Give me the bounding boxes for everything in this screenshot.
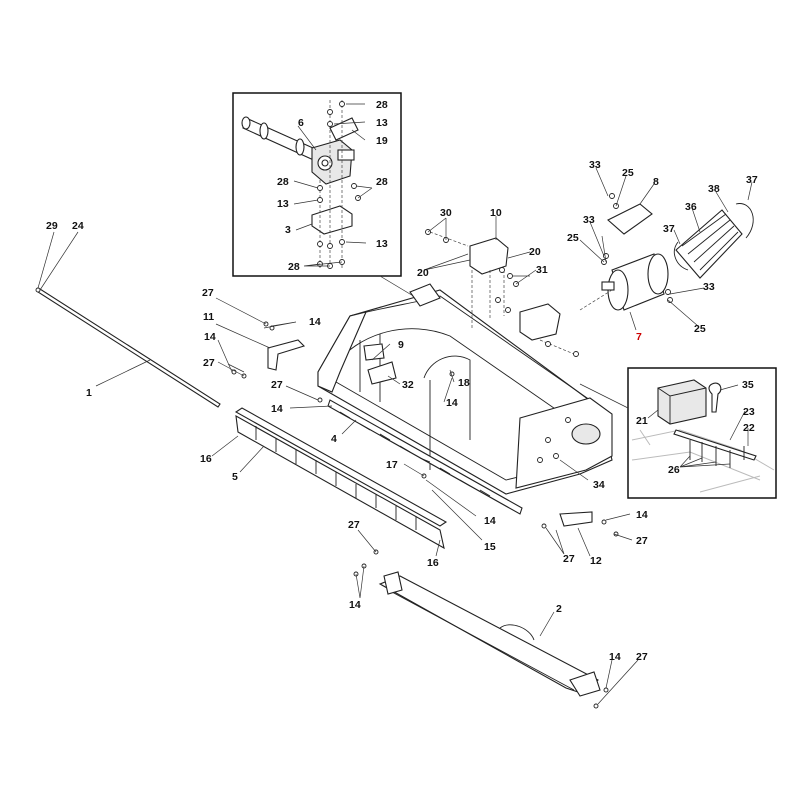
mount-bracket-part xyxy=(311,205,353,235)
parts-box-part xyxy=(657,379,707,425)
callout-13-a: 13 xyxy=(376,117,388,129)
drive-shaft-part xyxy=(241,116,323,163)
callout-14-a: 14 xyxy=(309,316,321,328)
callout-23: 23 xyxy=(743,406,755,418)
bellows-part xyxy=(675,209,743,279)
callout-37-a: 37 xyxy=(746,174,758,186)
gearbox-detail-inset xyxy=(232,92,471,331)
guard-plate-part xyxy=(329,117,359,141)
callout-34: 34 xyxy=(593,479,605,491)
callout-6: 6 xyxy=(298,117,304,129)
callout-35: 35 xyxy=(742,379,754,391)
tool-rod-part xyxy=(673,429,757,461)
callout-19: 19 xyxy=(376,135,388,147)
callout-24: 24 xyxy=(72,220,84,232)
callout-27-f: 27 xyxy=(636,535,648,547)
top-bracket-part xyxy=(425,229,579,357)
callout-37-b: 37 xyxy=(663,223,675,235)
callout-20-b: 20 xyxy=(529,246,541,258)
callout-12: 12 xyxy=(590,555,602,567)
callout-18: 18 xyxy=(458,377,470,389)
callout-33-a: 33 xyxy=(589,159,601,171)
callout-30: 30 xyxy=(440,207,452,219)
callout-14-e: 14 xyxy=(484,515,496,527)
cutting-tooth-part xyxy=(367,361,397,385)
callout-10: 10 xyxy=(490,207,502,219)
callout-14-b: 14 xyxy=(204,331,216,343)
callout-16-a: 16 xyxy=(200,453,212,465)
callout-13-c: 13 xyxy=(376,238,388,250)
callout-26: 26 xyxy=(668,464,680,476)
seal-ring-part xyxy=(674,241,689,271)
callout-14-f: 14 xyxy=(636,509,648,521)
callout-4: 4 xyxy=(331,433,337,445)
callout-15: 15 xyxy=(484,541,496,553)
callout-13-b: 13 xyxy=(277,198,289,210)
callout-25-b: 25 xyxy=(567,232,579,244)
callout-28-c: 28 xyxy=(376,176,388,188)
callout-14-h: 14 xyxy=(609,651,621,663)
callout-32: 32 xyxy=(402,379,414,391)
callout-27-d: 27 xyxy=(348,519,360,531)
gearbox-inset-frame xyxy=(232,92,402,277)
gearbox-part xyxy=(311,139,355,185)
callout-27-c: 27 xyxy=(271,379,283,391)
callout-33-c: 33 xyxy=(703,281,715,293)
clamp-ring-part xyxy=(735,203,754,239)
roller-drum-part xyxy=(601,253,669,311)
hook-wrench-part xyxy=(708,382,722,413)
callout-22: 22 xyxy=(743,422,755,434)
callout-5: 5 xyxy=(232,471,238,483)
callout-16-b: 16 xyxy=(427,557,439,569)
callout-27-g: 27 xyxy=(636,651,648,663)
callout-9: 9 xyxy=(398,339,404,351)
callout-2: 2 xyxy=(556,603,562,615)
callout-1: 1 xyxy=(86,387,92,399)
flap-assembly-part xyxy=(234,407,448,550)
callout-20-a: 20 xyxy=(417,267,429,279)
callout-14-c: 14 xyxy=(271,403,283,415)
callout-7: 7 xyxy=(636,331,642,343)
callout-27-a: 27 xyxy=(202,287,214,299)
callout-11: 11 xyxy=(203,311,214,323)
callout-38: 38 xyxy=(708,183,720,195)
lower-bar-part xyxy=(327,399,523,515)
accessory-inset-frame xyxy=(627,367,777,499)
blade-strip-part xyxy=(363,343,385,361)
skid-right-part xyxy=(559,511,593,527)
callout-36: 36 xyxy=(685,201,697,213)
callout-17: 17 xyxy=(386,459,398,471)
callout-28-b: 28 xyxy=(277,176,289,188)
callout-31: 31 xyxy=(536,264,548,276)
callout-33-b: 33 xyxy=(583,214,595,226)
callout-8: 8 xyxy=(653,176,659,188)
callout-28-a: 28 xyxy=(376,99,388,111)
callout-labels: 1 2 3 4 5 6 7 8 9 10 11 12 13 13 13 14 1… xyxy=(46,99,758,663)
pin-set-part xyxy=(689,440,745,468)
callout-29: 29 xyxy=(46,220,58,232)
callout-25-c: 25 xyxy=(694,323,706,335)
callout-27-b: 27 xyxy=(203,357,215,369)
callout-28-d: 28 xyxy=(288,261,300,273)
callout-21: 21 xyxy=(636,415,648,427)
callout-14-d: 14 xyxy=(446,397,458,409)
rotor-housing-part xyxy=(317,283,613,495)
leader-lines xyxy=(37,167,753,705)
callout-25-a: 25 xyxy=(622,167,634,179)
callout-14-g: 14 xyxy=(349,599,361,611)
accessory-detail-inset xyxy=(579,367,777,499)
skid-left-part xyxy=(267,339,306,371)
bottom-guard-part xyxy=(378,571,601,697)
callout-3: 3 xyxy=(285,224,291,236)
drum-cover-part xyxy=(607,203,653,235)
callout-27-e: 27 xyxy=(563,553,575,565)
long-rod-part xyxy=(35,287,221,408)
